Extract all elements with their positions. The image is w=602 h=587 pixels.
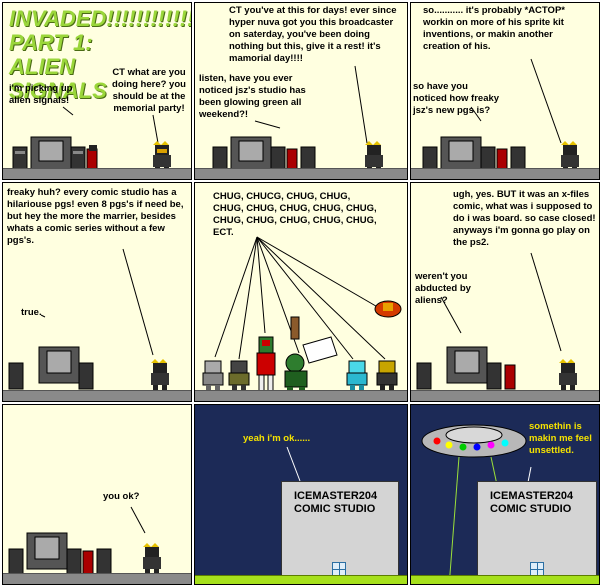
studio-building: ICEMASTER204 COMIC STUDIO — [281, 481, 399, 577]
grass — [195, 575, 407, 584]
panel-7: you ok? — [2, 404, 192, 585]
studio-door — [530, 562, 544, 576]
speech-lines — [214, 236, 386, 360]
character-ct — [151, 359, 169, 393]
dialogue-text: so........... it's probably *ACTOP* work… — [423, 5, 565, 52]
computer-setup — [12, 136, 98, 174]
floor — [3, 168, 191, 179]
dialogue-text: so have you noticed how freaky jsz's new… — [413, 81, 500, 116]
speech-lines — [130, 506, 146, 534]
panel-3: so........... it's probably *ACTOP* work… — [410, 2, 600, 180]
studio-sign: ICEMASTER204 COMIC STUDIO — [294, 490, 378, 515]
robot-cyan — [346, 360, 368, 393]
panel-1: INVADED!!!!!!!!!!!!!! PART 1: ALIEN SIGN… — [2, 2, 192, 180]
panel-9: somethin is makin me feel unsettled. ICE… — [410, 404, 600, 585]
computer-setup — [416, 346, 516, 390]
grass — [411, 575, 599, 584]
dialogue-text: ugh, yes. BUT it was an x-files comic, w… — [453, 189, 596, 248]
speech-lines — [40, 248, 154, 356]
studio-sign: ICEMASTER204 COMIC STUDIO — [490, 490, 574, 515]
character-ct — [559, 359, 577, 393]
dialogue-text: CT you've at this for days! ever since h… — [229, 5, 397, 64]
ufo — [421, 424, 527, 584]
panel-8: yeah i'm ok...... ICEMASTER204 COMIC STU… — [194, 404, 408, 585]
dialogue-text: i'm picking up alien signals! — [9, 83, 73, 106]
dialogue-text: weren't you abducted by aliens? — [415, 271, 471, 306]
floor — [411, 390, 599, 401]
flying-robot — [374, 300, 402, 318]
dialogue-text: yeah i'm ok...... — [243, 433, 311, 444]
floor — [411, 168, 599, 179]
dialogue-text: true. — [21, 307, 42, 318]
speech-lines — [254, 65, 368, 144]
robot-red — [256, 336, 276, 394]
speech-lines — [470, 58, 562, 144]
dialogue-text: listen, have you ever noticed jsz's stud… — [199, 73, 306, 120]
floor — [3, 390, 191, 401]
creature-with-sign — [284, 316, 338, 393]
studio-door — [332, 562, 346, 576]
panel-5: CHUG, CHUCG, CHUG, CHUG, CHUG, CHUG, CHU… — [194, 182, 408, 402]
dialogue-text: somethin is makin me feel unsettled. — [529, 421, 592, 456]
robot-olive — [228, 360, 250, 393]
dialogue-text: CHUG, CHUCG, CHUG, CHUG, CHUG, CHUG, CHU… — [213, 191, 377, 238]
robot-gold — [376, 360, 398, 393]
speech-lines — [286, 446, 301, 482]
robot-gray — [202, 360, 224, 393]
speech-lines — [440, 252, 562, 352]
computer-setup — [8, 346, 94, 390]
dialogue-text: you ok? — [103, 491, 140, 502]
dialogue-text: CT what are you doing here? you should b… — [112, 67, 186, 114]
computer-setup — [212, 136, 316, 174]
studio-building: ICEMASTER204 COMIC STUDIO — [477, 481, 597, 577]
floor — [3, 573, 191, 584]
speech-lines — [62, 106, 159, 144]
dialogue-text: freaky huh? every comic studio has a hil… — [7, 187, 184, 246]
computer-setup — [8, 532, 112, 576]
computer-setup — [422, 136, 526, 174]
floor — [195, 168, 407, 179]
floor — [195, 390, 407, 401]
panel-2: CT you've at this for days! ever since h… — [194, 2, 408, 180]
panel-4: freaky huh? every comic studio has a hil… — [2, 182, 192, 402]
panel-6: ugh, yes. BUT it was an x-files comic, w… — [410, 182, 600, 402]
